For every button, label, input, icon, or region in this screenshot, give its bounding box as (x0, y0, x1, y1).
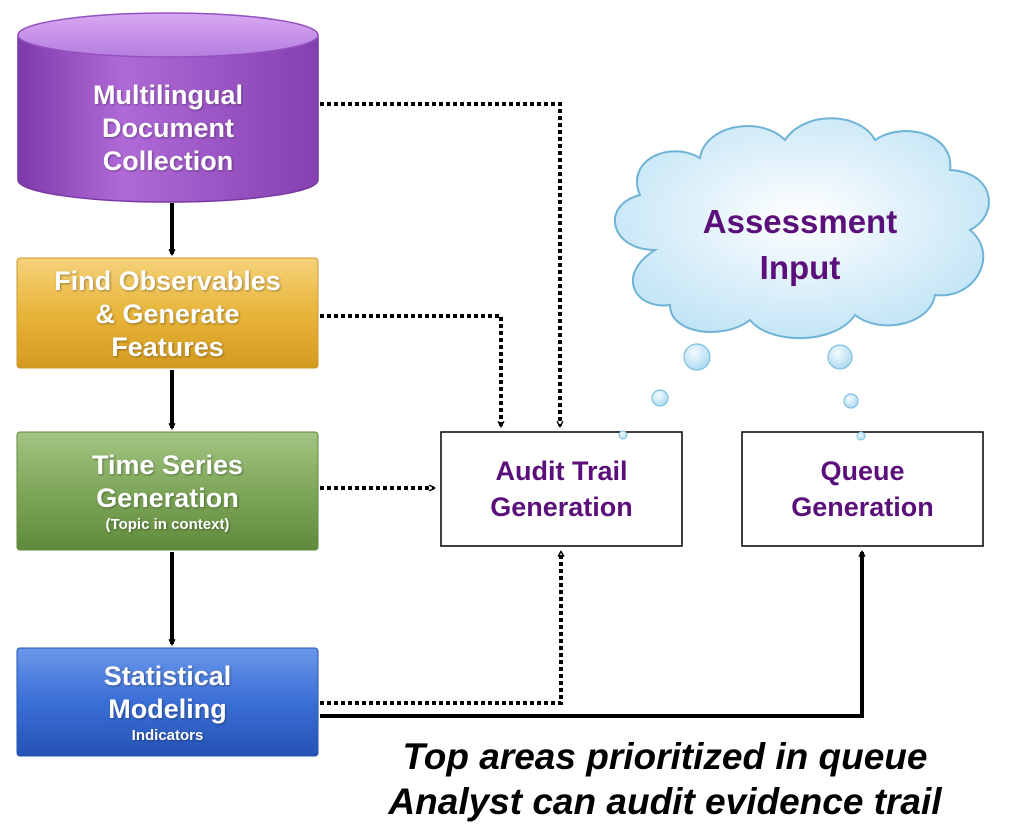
modeling-line2: Modeling (108, 693, 227, 724)
audit-label: Audit Trail Generation (441, 432, 682, 546)
dotted-collection-to-audit (320, 102, 560, 426)
timeseries-box (16, 431, 319, 551)
observables-line1: Find Observables (54, 265, 281, 296)
queue-line1: Queue (820, 456, 905, 486)
audit-line2: Generation (490, 492, 633, 522)
collection-cylinder (17, 12, 319, 203)
observables-line2: & Generate (95, 298, 240, 329)
dotted-modeling-to-audit (320, 552, 561, 705)
audit-box (440, 431, 683, 547)
caption: Top areas prioritized in queue Analyst c… (320, 734, 1010, 824)
timeseries-line1: Time Series (91, 449, 244, 480)
timeseries-label: Time Series Generation (Topic in context… (17, 436, 318, 546)
audit-line1: Audit Trail (495, 456, 628, 486)
caption-line1: Top areas prioritized in queue (402, 736, 928, 777)
assessment-line2: Input (759, 249, 841, 286)
observables-box (16, 257, 319, 369)
queue-label: Queue Generation (742, 432, 983, 546)
assessment-cloud (613, 117, 990, 340)
collection-label: Multilingual Document Collection (18, 72, 318, 184)
modeling-line1: Statistical (103, 660, 232, 691)
assessment-line1: Assessment (702, 203, 898, 240)
observables-line3: Features (111, 331, 224, 362)
collection-line1: Multilingual (93, 79, 243, 110)
modeling-line3: Indicators (131, 726, 204, 744)
timeseries-line2: Generation (96, 482, 239, 513)
collection-line2: Document (101, 112, 234, 143)
thought-bubbles (618, 343, 866, 441)
assessment-label: Assessment Input (655, 185, 945, 305)
caption-line2: Analyst can audit evidence trail (388, 781, 942, 822)
modeling-label: Statistical Modeling Indicators (17, 652, 318, 752)
dotted-observables-to-audit (320, 314, 501, 426)
observables-label: Find Observables & Generate Features (17, 262, 318, 366)
modeling-box (16, 647, 319, 757)
queue-line2: Generation (791, 492, 934, 522)
solid-modeling-to-queue (320, 552, 862, 718)
timeseries-line3: (Topic in context) (105, 515, 230, 533)
collection-line3: Collection (102, 145, 234, 176)
